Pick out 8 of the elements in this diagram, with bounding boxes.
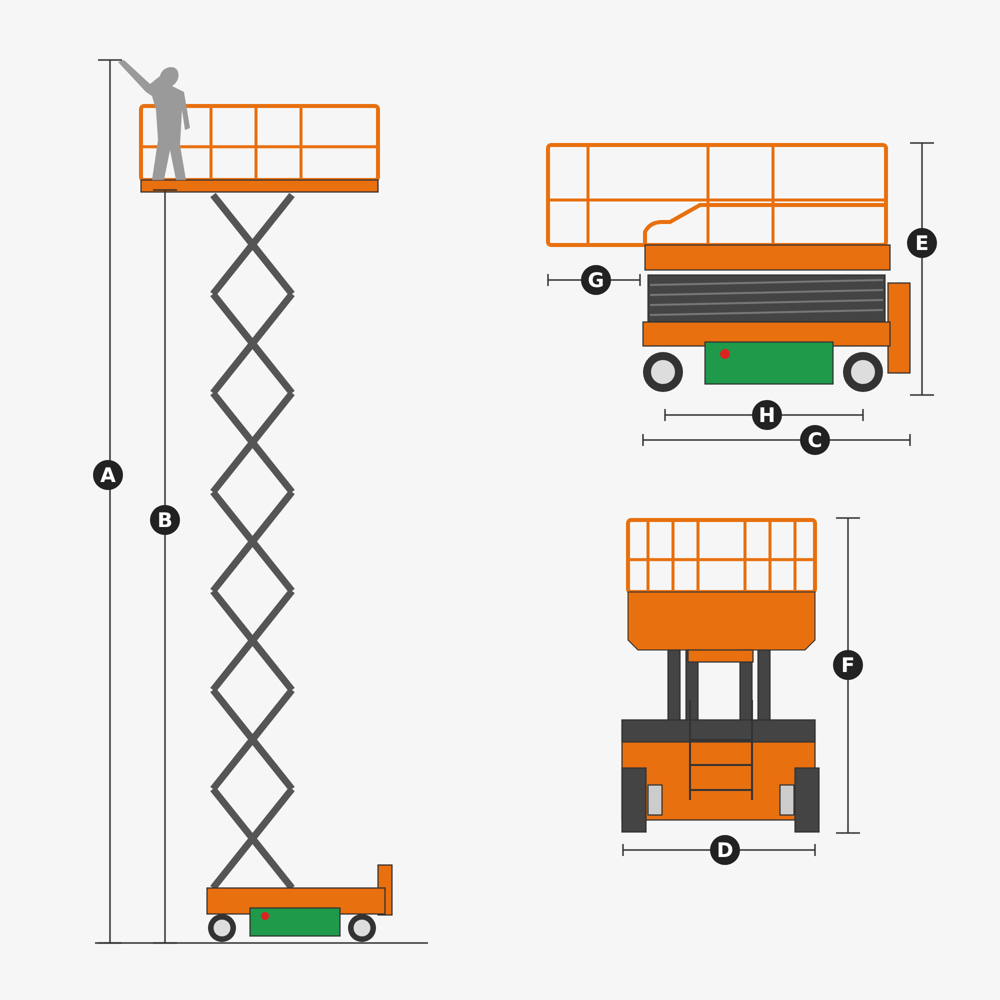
dimension-letter: B <box>150 505 180 535</box>
dimension-letter: G <box>581 265 611 295</box>
dimension-letter: A <box>93 460 123 490</box>
dimension-letter: H <box>752 400 782 430</box>
dimension-letter: F <box>833 650 863 680</box>
dimension-letter: E <box>907 228 937 258</box>
dimension-letter: D <box>710 835 740 865</box>
dimension-letter: C <box>800 425 830 455</box>
